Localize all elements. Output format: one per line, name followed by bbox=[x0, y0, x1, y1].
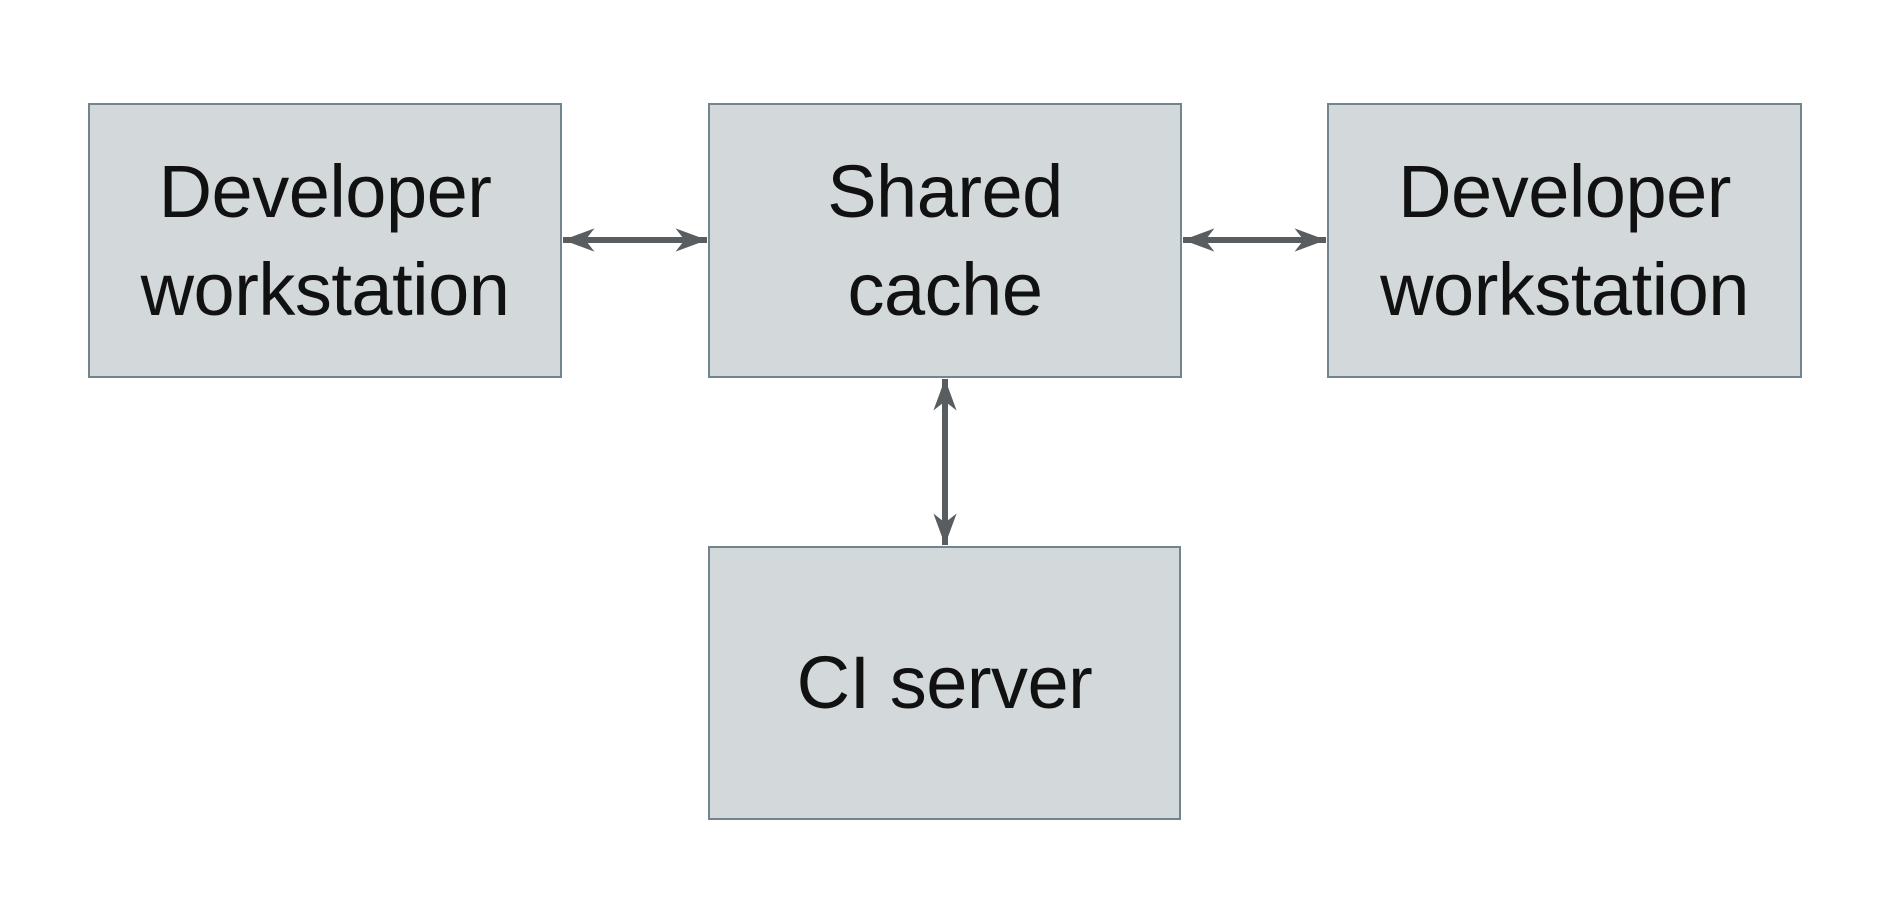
node-label-line: workstation bbox=[140, 247, 510, 331]
node-shared-cache: Shared cache bbox=[708, 103, 1182, 378]
node-label-line: CI server bbox=[796, 641, 1093, 725]
node-label-line: cache bbox=[847, 247, 1043, 331]
node-label-line: workstation bbox=[1380, 247, 1749, 331]
node-label-line: Developer bbox=[1398, 149, 1731, 233]
node-label-line: Developer bbox=[158, 149, 492, 233]
node-ci-server: CI server bbox=[708, 546, 1181, 820]
node-label-line: Shared bbox=[827, 149, 1063, 233]
node-developer-workstation-right: Developer workstation bbox=[1327, 103, 1802, 378]
node-developer-workstation-left: Developer workstation bbox=[88, 103, 562, 378]
